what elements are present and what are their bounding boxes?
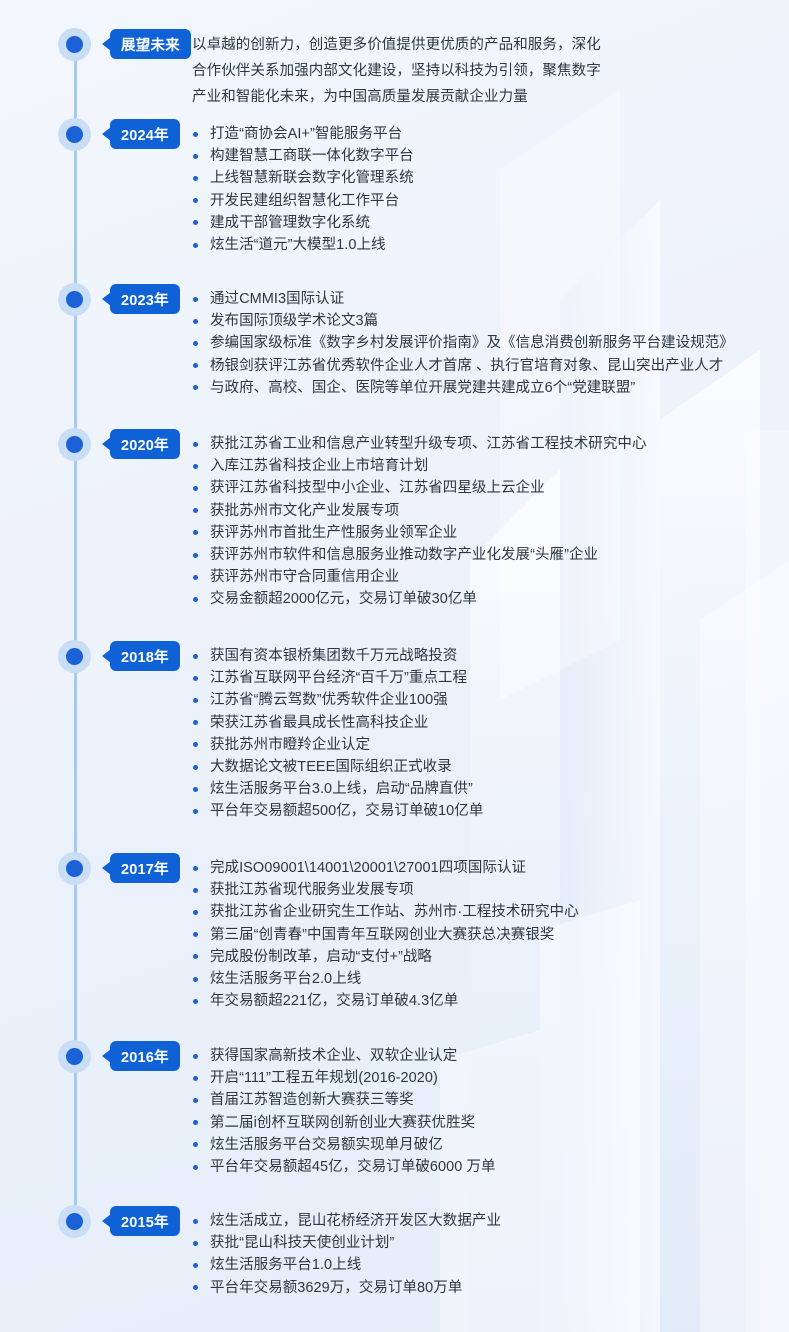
list-item: 获评苏州市首批生产性服务业领军企业 (192, 522, 782, 544)
list-item: 打造“商协会AI+”智能服务平台 (192, 123, 782, 145)
list-item: 江苏省互联网平台经济“百千万”重点工程 (192, 667, 782, 689)
timeline-badge-2016[interactable]: 2016年 (110, 1041, 180, 1071)
achievement-list-2016: 获得国家高新技术企业、双软企业认定 开启“111”工程五年规划(2016-202… (192, 1045, 782, 1178)
timeline-badge-2018[interactable]: 2018年 (110, 641, 180, 671)
list-item: 上线智慧新联会数字化管理系统 (192, 167, 782, 189)
timeline-dot (58, 640, 91, 673)
timeline-content-2016: 获得国家高新技术企业、双软企业认定 开启“111”工程五年规划(2016-202… (192, 1045, 782, 1178)
achievement-list-2017: 完成ISO09001\14001\20001\27001四项国际认证 获批江苏省… (192, 857, 782, 1012)
list-item: 获评江苏省科技型中小企业、江苏省四星级上云企业 (192, 477, 782, 499)
list-item: 获批“昆山科技天使创业计划” (192, 1232, 782, 1254)
list-item: 入库江苏省科技企业上市培育计划 (192, 455, 782, 477)
list-item: 通过CMMI3国际认证 (192, 288, 782, 310)
timeline-content-2017: 完成ISO09001\14001\20001\27001四项国际认证 获批江苏省… (192, 857, 782, 1012)
list-item: 构建智慧工商联一体化数字平台 (192, 145, 782, 167)
timeline-dot (58, 1205, 91, 1238)
list-item: 获批苏州市瞪羚企业认定 (192, 734, 782, 756)
timeline-dot (58, 428, 91, 461)
timeline-badge-2017[interactable]: 2017年 (110, 853, 180, 883)
list-item: 获批苏州市文化产业发展专项 (192, 500, 782, 522)
list-item: 与政府、高校、国企、医院等单位开展党建共建成立6个“党建联盟” (192, 377, 782, 399)
list-item: 第二届i创杯互联网创新创业大赛获优胜奖 (192, 1112, 782, 1134)
list-item: 参编国家级标准《数字乡村发展评价指南》及《信息消费创新服务平台建设规范》 (192, 332, 782, 354)
list-item: 炫生活“道元”大模型1.0上线 (192, 234, 782, 256)
timeline-content-2015: 炫生活成立，昆山花桥经济开发区大数据产业 获批“昆山科技天使创业计划” 炫生活服… (192, 1210, 782, 1299)
future-paragraph: 以卓越的创新力，创造更多价值提供更优质的产品和服务，深化合作伙伴关系加强内部文化… (192, 37, 601, 105)
list-item: 获批江苏省现代服务业发展专项 (192, 879, 782, 901)
timeline-content-2023: 通过CMMI3国际认证 发布国际顶级学术论文3篇 参编国家级标准《数字乡村发展评… (192, 288, 782, 399)
achievement-list-2015: 炫生活成立，昆山花桥经济开发区大数据产业 获批“昆山科技天使创业计划” 炫生活服… (192, 1210, 782, 1299)
list-item: 交易金额超2000亿元，交易订单破30亿单 (192, 588, 782, 610)
list-item: 平台年交易额3629万，交易订单80万单 (192, 1277, 782, 1299)
list-item: 建成干部管理数字化系统 (192, 212, 782, 234)
achievement-list-2024: 打造“商协会AI+”智能服务平台 构建智慧工商联一体化数字平台 上线智慧新联会数… (192, 123, 782, 256)
achievement-list-2023: 通过CMMI3国际认证 发布国际顶级学术论文3篇 参编国家级标准《数字乡村发展评… (192, 288, 782, 399)
list-item: 获评苏州市守合同重信用企业 (192, 566, 782, 588)
list-item: 获得国家高新技术企业、双软企业认定 (192, 1045, 782, 1067)
achievement-list-2018: 获国有资本银桥集团数千万元战略投资 江苏省互联网平台经济“百千万”重点工程 江苏… (192, 645, 782, 823)
list-item: 首届江苏智造创新大赛获三等奖 (192, 1089, 782, 1111)
timeline-dot (58, 283, 91, 316)
timeline-badge-2015[interactable]: 2015年 (110, 1206, 180, 1236)
list-item: 开启“111”工程五年规划(2016-2020) (192, 1067, 782, 1089)
timeline-badge-2024[interactable]: 2024年 (110, 119, 180, 149)
list-item: 发布国际顶级学术论文3篇 (192, 310, 782, 332)
timeline-dot (58, 118, 91, 151)
list-item: 炫生活服务平台交易额实现单月破亿 (192, 1134, 782, 1156)
list-item: 第三届“创青春”中国青年互联网创业大赛获总决赛银奖 (192, 924, 782, 946)
list-item: 获批江苏省工业和信息产业转型升级专项、江苏省工程技术研究中心 (192, 433, 782, 455)
timeline-badge-2023[interactable]: 2023年 (110, 284, 180, 314)
list-item: 年交易额超221亿，交易订单破4.3亿单 (192, 990, 782, 1012)
list-item: 获批江苏省企业研究生工作站、苏州市·工程技术研究中心 (192, 901, 782, 923)
list-item: 大数据论文被TEEE国际组织正式收录 (192, 756, 782, 778)
achievement-list-2020: 获批江苏省工业和信息产业转型升级专项、江苏省工程技术研究中心 入库江苏省科技企业… (192, 433, 782, 611)
list-item: 炫生活服务平台2.0上线 (192, 968, 782, 990)
list-item: 获国有资本银桥集团数千万元战略投资 (192, 645, 782, 667)
list-item: 杨银剑获评江苏省优秀软件企业人才首席 、执行官培育对象、昆山突出产业人才 (192, 355, 782, 377)
list-item: 荣获江苏省最具成长性高科技企业 (192, 712, 782, 734)
timeline-dot (58, 28, 91, 61)
timeline-axis-line (73, 48, 77, 1228)
timeline-content-2018: 获国有资本银桥集团数千万元战略投资 江苏省互联网平台经济“百千万”重点工程 江苏… (192, 645, 782, 823)
list-item: 完成ISO09001\14001\20001\27001四项国际认证 (192, 857, 782, 879)
timeline-dot (58, 1040, 91, 1073)
list-item: 炫生活服务平台1.0上线 (192, 1254, 782, 1276)
timeline-badge-2020[interactable]: 2020年 (110, 429, 180, 459)
list-item: 炫生活成立，昆山花桥经济开发区大数据产业 (192, 1210, 782, 1232)
list-item: 开发民建组织智慧化工作平台 (192, 190, 782, 212)
list-item: 炫生活服务平台3.0上线，启动“品牌直供” (192, 778, 782, 800)
timeline-badge-future[interactable]: 展望未来 (110, 29, 191, 59)
timeline-content-future: 以卓越的创新力，创造更多价值提供更优质的产品和服务，深化合作伙伴关系加强内部文化… (192, 32, 782, 110)
timeline-dot (58, 852, 91, 885)
timeline-content-2020: 获批江苏省工业和信息产业转型升级专项、江苏省工程技术研究中心 入库江苏省科技企业… (192, 433, 782, 611)
list-item: 平台年交易额超500亿，交易订单破10亿单 (192, 800, 782, 822)
list-item: 完成股份制改革，启动“支付+”战略 (192, 946, 782, 968)
timeline-content-2024: 打造“商协会AI+”智能服务平台 构建智慧工商联一体化数字平台 上线智慧新联会数… (192, 123, 782, 256)
list-item: 平台年交易额超45亿，交易订单破6000 万单 (192, 1156, 782, 1178)
list-item: 获评苏州市软件和信息服务业推动数字产业化发展“头雁”企业 (192, 544, 782, 566)
list-item: 江苏省“腾云驾数”优秀软件企业100强 (192, 689, 782, 711)
